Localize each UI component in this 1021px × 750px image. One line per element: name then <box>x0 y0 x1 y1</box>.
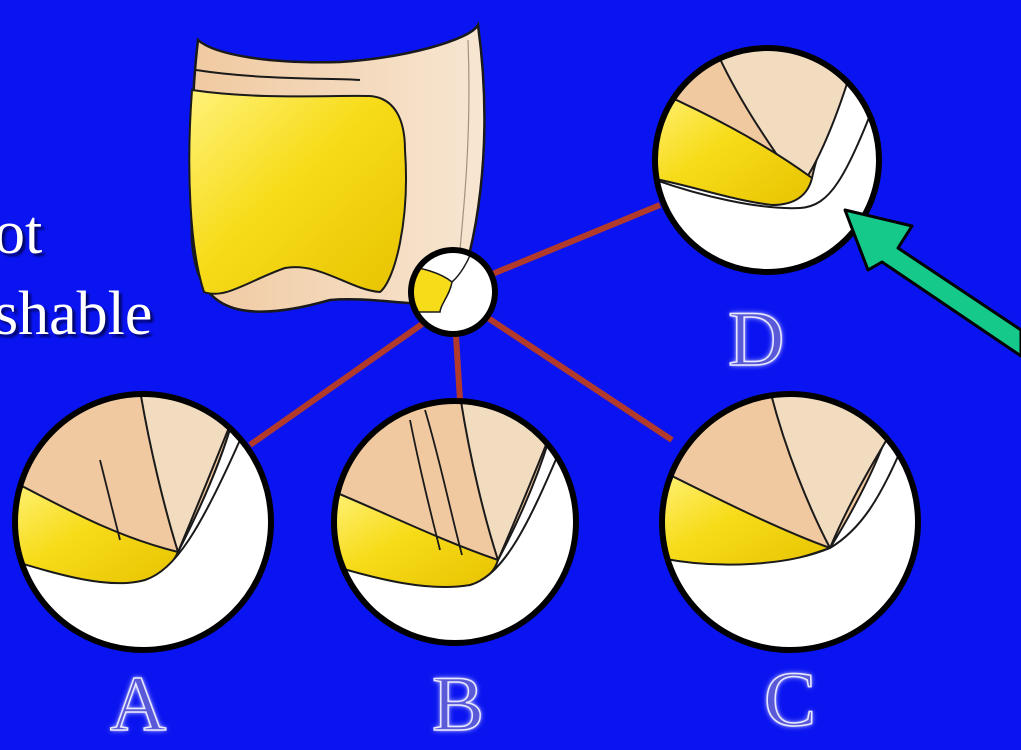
connector-b <box>453 335 463 401</box>
tooth-icon <box>188 21 486 314</box>
label-b: B <box>431 660 485 747</box>
side-text-line1: ot <box>0 199 43 267</box>
label-d: D <box>727 295 785 382</box>
zoom-selector-circle <box>408 247 498 337</box>
connector-c <box>486 315 674 443</box>
detail-circle-a <box>12 391 274 653</box>
detail-circle-c <box>659 391 921 653</box>
detail-circle-d <box>652 45 882 275</box>
connector-lines <box>248 202 674 448</box>
label-a: A <box>109 660 167 747</box>
detail-circle-b <box>331 398 579 646</box>
side-text-line2: shable <box>0 280 153 348</box>
connector-a <box>248 319 427 448</box>
arrow-icon <box>843 208 1021 358</box>
connector-d <box>488 202 662 278</box>
label-c: C <box>763 655 817 742</box>
